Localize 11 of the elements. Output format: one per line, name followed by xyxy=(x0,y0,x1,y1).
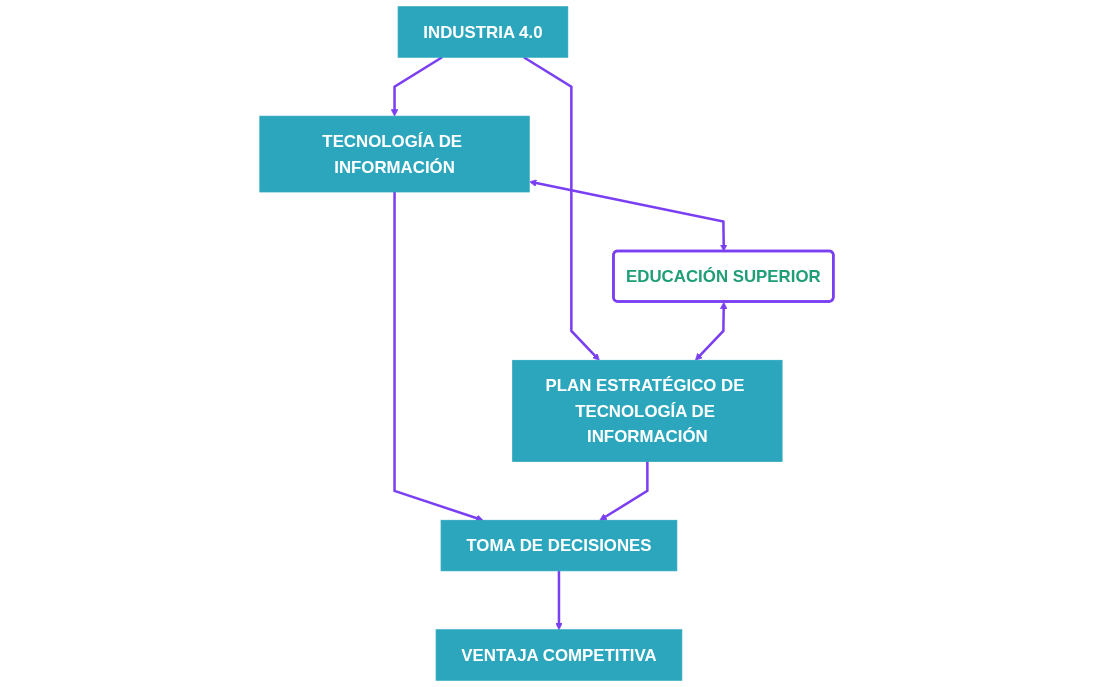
node-box: INDUSTRIA 4.0 xyxy=(398,6,569,58)
node-box: PLAN ESTRATÉGICO DE TECNOLOGÍA DE INFORMACIÓN xyxy=(512,359,783,462)
arrow xyxy=(599,461,650,521)
node-box: TECNOLOGÍA DE INFORMACIÓN xyxy=(259,115,531,193)
arrow xyxy=(393,191,484,522)
arrow xyxy=(555,570,564,631)
arrow xyxy=(391,56,444,117)
node-box: VENTAJA COMPETITIVA xyxy=(436,629,683,681)
arrow xyxy=(695,301,728,361)
arrow xyxy=(523,56,601,361)
node-box: TOMA DE DECISIONES xyxy=(441,519,678,572)
